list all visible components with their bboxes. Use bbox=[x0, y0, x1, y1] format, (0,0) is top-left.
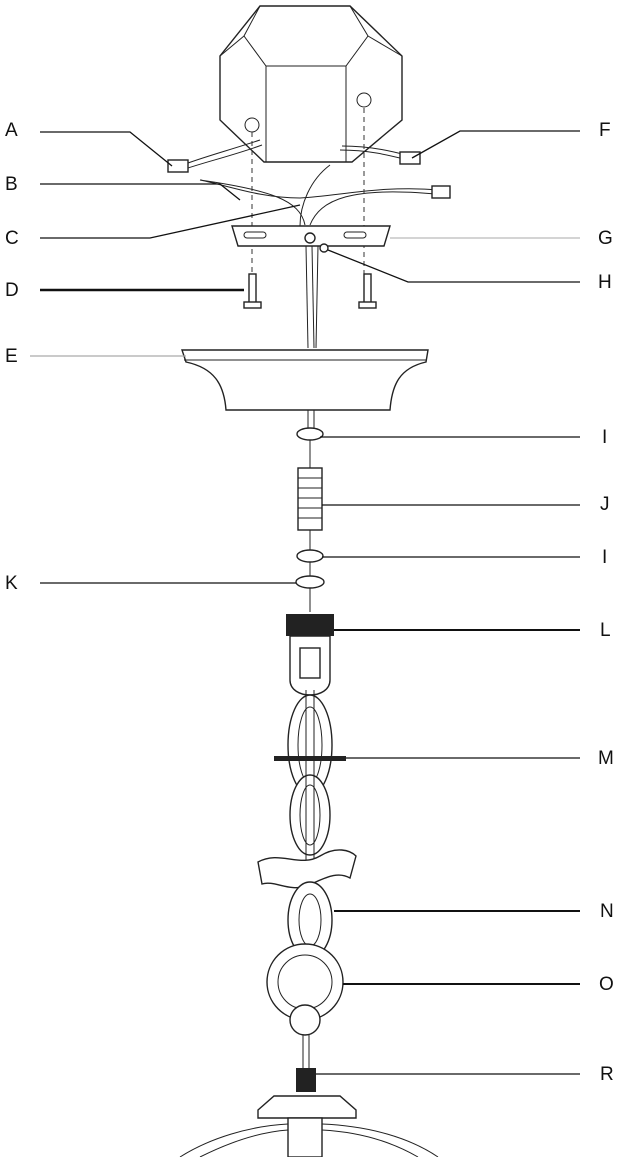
label-l: L bbox=[600, 620, 611, 641]
label-c: C bbox=[5, 228, 19, 249]
chain bbox=[287, 690, 333, 1030]
mounting-strap bbox=[231, 225, 391, 253]
label-k: K bbox=[5, 573, 18, 594]
label-n: N bbox=[600, 901, 614, 922]
label-i-lower: I bbox=[602, 547, 607, 568]
label-r: R bbox=[600, 1064, 614, 1085]
label-f: F bbox=[599, 120, 611, 141]
ring-i-upper bbox=[296, 427, 324, 441]
fixture-cap bbox=[179, 1095, 439, 1157]
wire-bundle bbox=[305, 245, 319, 349]
leader-a bbox=[40, 131, 173, 167]
canopy bbox=[181, 349, 429, 411]
label-e: E bbox=[5, 346, 18, 367]
chain-break bbox=[257, 849, 357, 889]
ring-k bbox=[295, 575, 325, 589]
leader-b bbox=[40, 183, 241, 201]
label-d: D bbox=[5, 280, 19, 301]
leader-c bbox=[40, 204, 301, 239]
label-o: O bbox=[599, 974, 614, 995]
leader-lines bbox=[30, 130, 580, 1075]
screw-left bbox=[243, 273, 262, 309]
label-i-upper: I bbox=[602, 427, 607, 448]
junction-box bbox=[219, 5, 403, 163]
label-h: H bbox=[598, 272, 612, 293]
loop-l bbox=[286, 614, 334, 696]
crossbar-m bbox=[274, 756, 346, 761]
supply-wires bbox=[167, 139, 451, 227]
nut-r bbox=[296, 1068, 316, 1092]
label-j: J bbox=[600, 494, 610, 515]
ring-i-lower bbox=[296, 549, 324, 563]
label-b: B bbox=[5, 174, 18, 195]
leader-f bbox=[411, 130, 580, 159]
label-g: G bbox=[598, 228, 613, 249]
label-a: A bbox=[5, 120, 18, 141]
ball bbox=[289, 1004, 321, 1036]
threaded-coupler bbox=[297, 467, 323, 531]
leader-h bbox=[327, 249, 580, 283]
screw-right bbox=[358, 273, 377, 309]
label-m: M bbox=[598, 748, 614, 769]
